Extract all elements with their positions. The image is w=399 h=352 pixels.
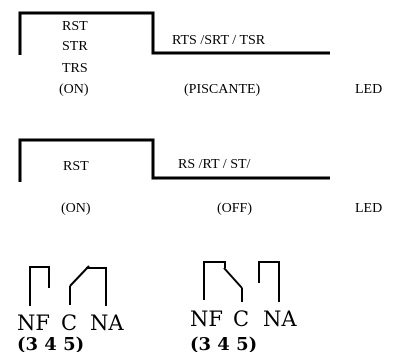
contacts-1-terminal-na: NA — [90, 311, 124, 335]
relay-contacts-1: NF C NA (3 4 5) — [17, 265, 124, 352]
timing-diagram-1: RST STR TRS (ON) RTS /SRT / TSR (PISCANT… — [18, 11, 382, 97]
timing-2-low-mode: (OFF) — [217, 201, 252, 216]
contacts-2-terminal-c: C — [233, 307, 249, 331]
timing-1-led-label: LED — [355, 82, 382, 97]
timing-1-low-states: RTS /SRT / TSR — [172, 33, 266, 48]
contacts-1-terminal-c: C — [61, 311, 77, 335]
timing-1-high-state-2: STR — [62, 39, 88, 54]
timing-2-led-label: LED — [355, 201, 382, 216]
contacts-1-terminal-nf: NF — [17, 311, 50, 335]
contacts-1-na-terminal — [86, 267, 107, 306]
contacts-2-terminal-na: NA — [263, 307, 297, 331]
timing-2-high-state: RST — [63, 159, 89, 174]
timing-2-high-mode: (ON) — [61, 201, 91, 216]
timing-diagram-2: RST RS /RT / ST/ (ON) (OFF) LED — [18, 138, 382, 216]
relay-contacts-2: NF C NA (3 4 5) — [190, 261, 297, 352]
contacts-2-na-terminal — [258, 261, 280, 302]
timing-1-low-mode: (PISCANTE) — [184, 82, 261, 97]
contacts-1-pin-numbers: (3 4 5) — [17, 334, 84, 352]
timing-1-high-state-1: RST — [62, 19, 88, 34]
timing-1-high-mode: (ON) — [59, 82, 89, 97]
timing-1-waveform — [18, 11, 330, 55]
contacts-2-terminal-nf: NF — [190, 307, 223, 331]
timing-2-low-states: RS /RT / ST/ — [178, 157, 251, 172]
contacts-1-switch-blade — [69, 265, 90, 287]
contacts-2-pin-numbers: (3 4 5) — [190, 334, 257, 352]
contacts-1-nf-terminal — [29, 266, 50, 306]
contacts-2-switch-blade — [223, 267, 243, 289]
timing-2-waveform — [18, 138, 330, 182]
timing-1-high-state-3: TRS — [62, 61, 88, 76]
contacts-2-nf-terminal — [203, 261, 226, 300]
